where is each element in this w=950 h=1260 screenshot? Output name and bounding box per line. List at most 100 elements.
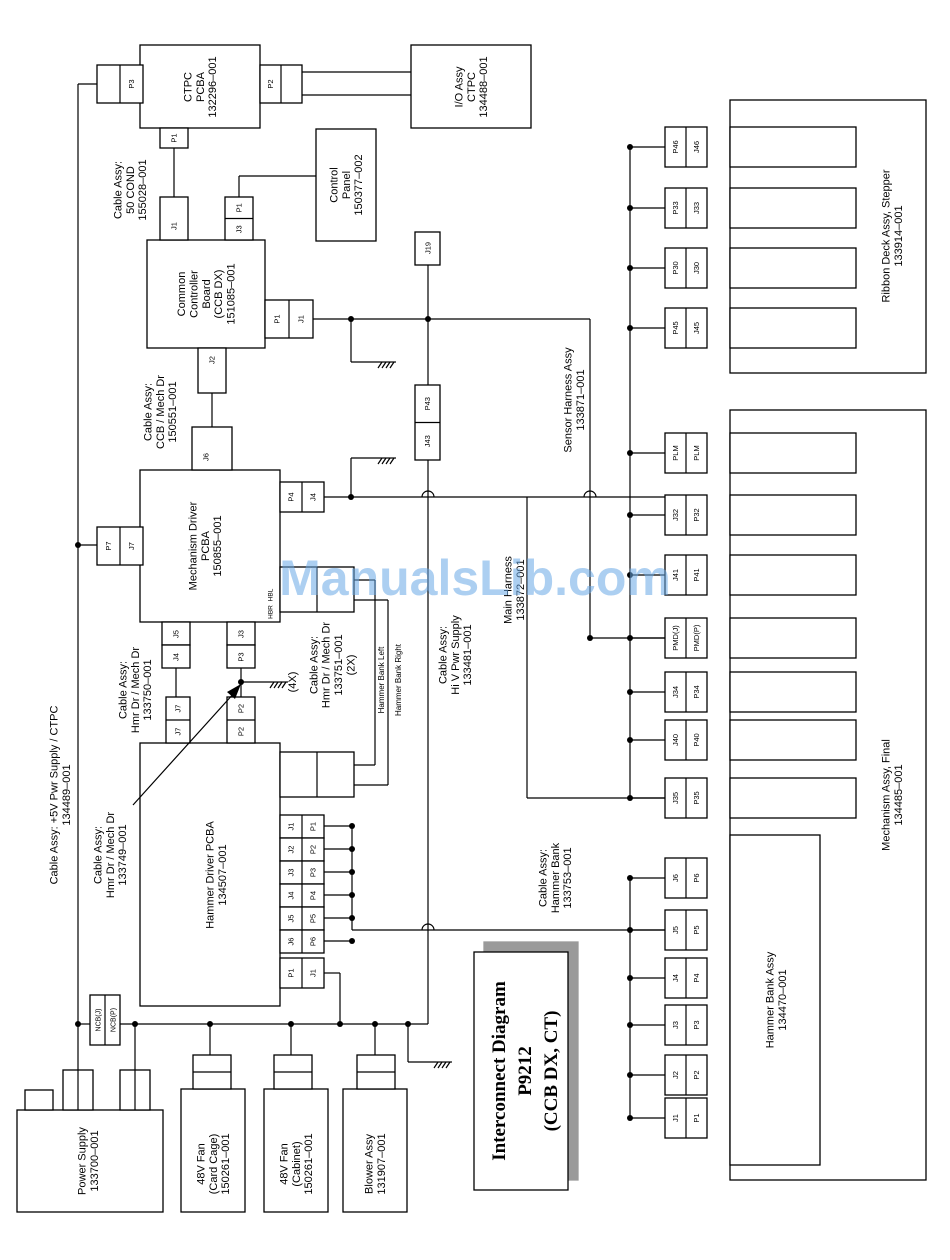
connector-mf-pmdj: PMD(J) bbox=[671, 625, 680, 651]
multiplier-4x-label-line: (4X) bbox=[287, 672, 299, 693]
connector-rd-j30-line: J30 bbox=[692, 262, 701, 274]
connector-c-p2b: P2 bbox=[237, 727, 246, 736]
fan-card-cage bbox=[180, 1088, 246, 1213]
connector-rd-p45: P45 bbox=[671, 321, 680, 334]
connector-md-hbr-line: HBR bbox=[267, 605, 274, 619]
connector-ccb-p1-line: P1 bbox=[273, 314, 282, 323]
connector-hd-p3: P3 bbox=[309, 868, 318, 877]
connector-md-hbl-line: HBL bbox=[267, 588, 274, 601]
ground-ccb-hatch bbox=[385, 361, 391, 369]
connector-hd-pwr-p1-line: P1 bbox=[287, 968, 296, 977]
cable-sensor-label-line: Sensor Harness Assy bbox=[563, 347, 575, 453]
connector-hb-j2-line: J2 bbox=[671, 1071, 680, 1079]
mech-sub-6 bbox=[729, 719, 857, 761]
connector-hb-j5-line: J5 bbox=[671, 926, 680, 934]
connector-md-j7-line: J7 bbox=[127, 542, 136, 550]
cable-hmr-750-label-line: Cable Assy: bbox=[118, 661, 130, 719]
common-controller-board-label-line: (CCB DX) bbox=[213, 270, 225, 319]
connector-ctpc-p3-line: P3 bbox=[127, 79, 136, 88]
io-assy-label-line: 134488–001 bbox=[478, 56, 490, 117]
cable-hmr-749-label-line: Hmr Dr / Mech Dr bbox=[105, 812, 117, 899]
connector-hd-j4: J4 bbox=[287, 892, 296, 900]
ps-conn-3 bbox=[24, 1089, 54, 1111]
connector-hd-p5: P5 bbox=[309, 914, 318, 923]
connector-hd-j2: J2 bbox=[287, 846, 296, 854]
connector-ctpc-p3: P3 bbox=[127, 79, 136, 88]
ribbon-sub-2 bbox=[729, 187, 857, 229]
mech-sub-5 bbox=[729, 671, 857, 713]
connector-rd-p33: P33 bbox=[671, 201, 680, 214]
connector-mf-p41: P41 bbox=[692, 568, 701, 581]
ribbon-sub-3 bbox=[729, 247, 857, 289]
connector-md-j6-line: J6 bbox=[202, 453, 211, 461]
connector-rd-j46: J46 bbox=[692, 141, 701, 153]
hammer-driver-pcba-label-line: 134507–001 bbox=[217, 844, 229, 905]
connector-cp-p1-line: P1 bbox=[235, 203, 244, 212]
connector-hd-j5-line: J5 bbox=[287, 915, 296, 923]
connector-hd-j1: J1 bbox=[287, 823, 296, 831]
connector-cp-j3-line: J3 bbox=[235, 225, 244, 233]
connector-hb-p5: P5 bbox=[692, 925, 701, 934]
ground-ccb-hatch bbox=[381, 361, 387, 369]
hammer-driver-pcba-label-line: Hammer Driver PCBA bbox=[205, 821, 217, 929]
fan-cabinet-label-line: 48V Fan bbox=[279, 1143, 291, 1185]
connector-md-p7-line: P7 bbox=[104, 541, 113, 550]
cable-hv-supply-label-line: Hi V Pwr Supply bbox=[450, 615, 462, 695]
connector-cable-j1-line: J1 bbox=[170, 222, 179, 230]
ground-ccb-hatch bbox=[389, 361, 395, 369]
connector-j19: J19 bbox=[424, 242, 433, 254]
connector-mf-j41-line: J41 bbox=[671, 569, 680, 581]
connector-cp-j3: J3 bbox=[235, 225, 244, 233]
connector-c-p2a-line: P2 bbox=[237, 704, 246, 713]
fan-cabinet-label-line: (Cabinet) bbox=[291, 1141, 303, 1186]
connector-ncb-p-line: NCB(P) bbox=[110, 1008, 117, 1032]
connector-p43: P43 bbox=[423, 397, 432, 410]
ctpc-pcba-label-line: 132296–001 bbox=[207, 56, 219, 117]
connector-hd-p6-line: P6 bbox=[309, 937, 318, 946]
connector-rd-p45-line: P45 bbox=[671, 321, 680, 334]
connector-c-j7b: J7 bbox=[174, 728, 183, 736]
connector-hd-j6-line: J6 bbox=[287, 938, 296, 946]
connector-hb-p3: P3 bbox=[692, 1020, 701, 1029]
wire-crossing bbox=[421, 490, 435, 498]
connector-hb-j1: J1 bbox=[671, 1114, 680, 1122]
connector-mf-p32: P32 bbox=[692, 508, 701, 521]
hammer-bank-left-label: Hammer Bank Left bbox=[377, 646, 386, 713]
fan-cabinet-label-line: 150261–001 bbox=[303, 1133, 315, 1194]
connector-mf-pmdj-line: PMD(J) bbox=[671, 625, 680, 651]
junction-dot bbox=[337, 1021, 343, 1027]
hammer-bank-right-label-line: Hammer Bank Right bbox=[394, 643, 403, 716]
connector-hd-p2-line: P2 bbox=[309, 845, 318, 854]
cable-ccb-mech-label-line: 150551–001 bbox=[167, 381, 179, 442]
connector-ctpc-p1: P1 bbox=[170, 133, 179, 142]
connector-cable-j1: J1 bbox=[170, 222, 179, 230]
common-controller-board-label-line: Common bbox=[176, 272, 188, 317]
power-supply-label-line: Power Supply bbox=[77, 1127, 89, 1195]
cable-hmr-751-label-line: 133751–001 bbox=[333, 634, 345, 695]
connector-rd-j33: J33 bbox=[692, 202, 701, 214]
cable-main-harness-label-line: Main Harness bbox=[503, 556, 515, 624]
cable-pwr-5v-label-line: 134489–001 bbox=[61, 764, 73, 825]
mechanism-assy-final-label-line: 134485–001 bbox=[893, 764, 905, 825]
connector-c-p3-line: P3 bbox=[237, 652, 246, 661]
connector-ctpc-p2-line: P2 bbox=[266, 79, 275, 88]
cable-50cond-label-line: Cable Assy: bbox=[113, 161, 125, 219]
mech-sub-2 bbox=[729, 494, 857, 536]
connector-mf-p40: P40 bbox=[692, 733, 701, 746]
power-supply bbox=[16, 1109, 164, 1213]
connector-ctpc-p1-line: P1 bbox=[170, 133, 179, 142]
multiplier-4x-label: (4X) bbox=[287, 672, 299, 693]
watermark: ManualsLib.com bbox=[279, 550, 671, 606]
connector-hb-p6: P6 bbox=[692, 873, 701, 882]
ground-hd-hatch bbox=[269, 681, 275, 689]
connector-rd-p30: P30 bbox=[671, 261, 680, 274]
connector-hb-p6-line: P6 bbox=[692, 873, 701, 882]
cable-sensor-label-line: 133871–001 bbox=[575, 369, 587, 430]
